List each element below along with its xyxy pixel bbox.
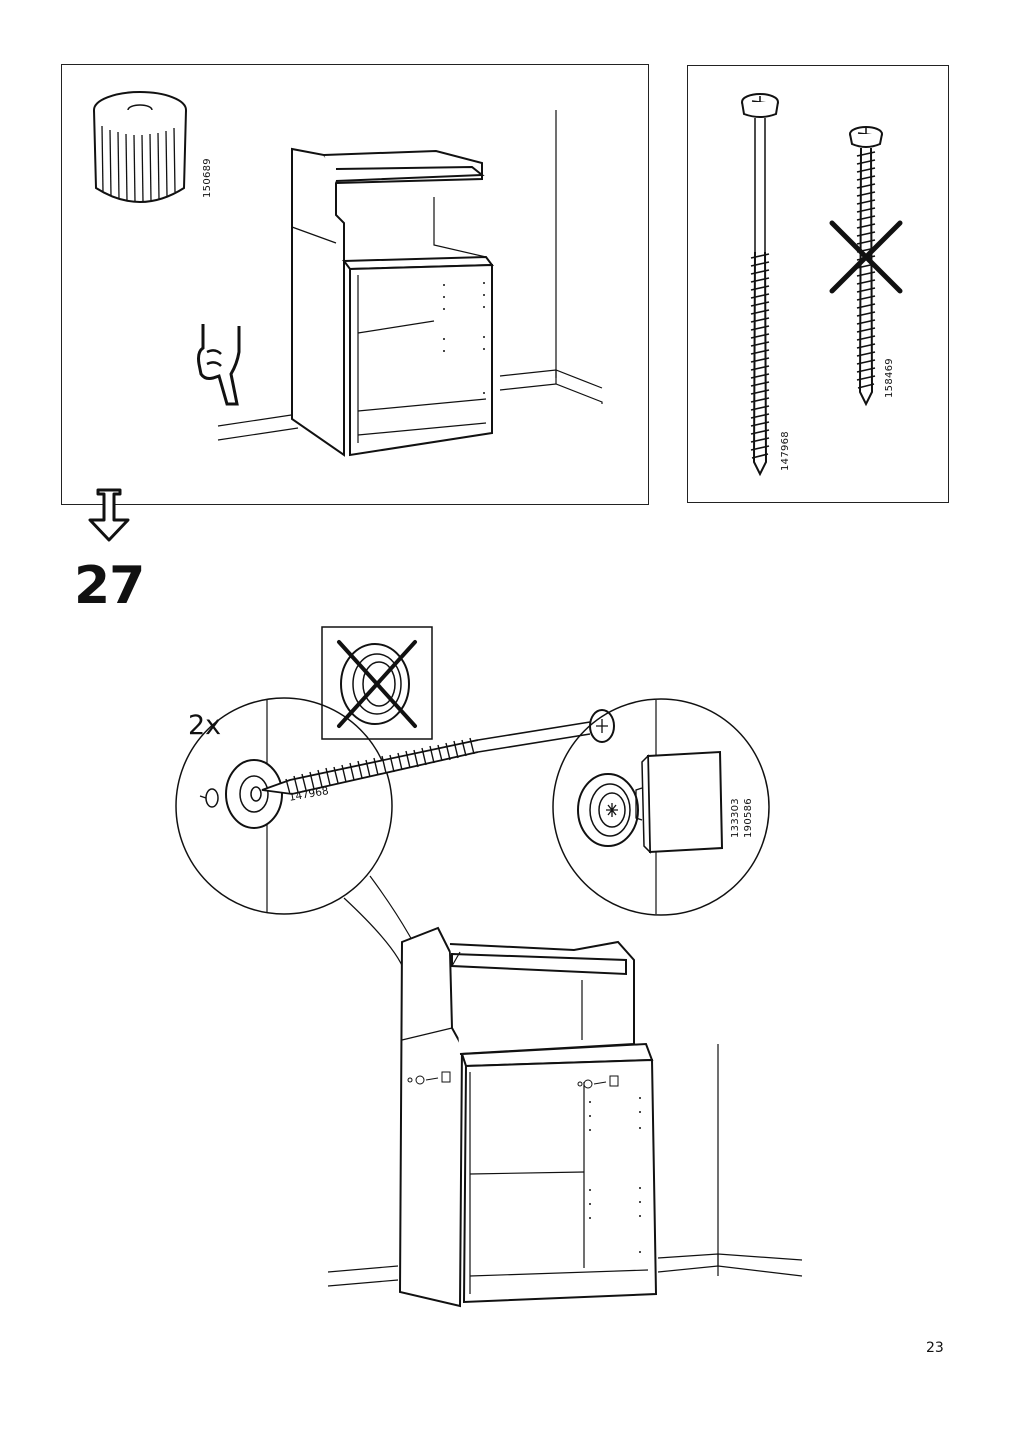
cross-out-icon	[829, 220, 903, 294]
bottom-room-lines	[327, 1044, 803, 1287]
wrong-washer-box	[321, 626, 433, 740]
page-number: 23	[926, 1340, 944, 1356]
long-screw-icon	[741, 93, 779, 477]
hint-panel	[61, 64, 649, 505]
room-lines	[217, 110, 603, 441]
wall-plug-icon	[93, 91, 187, 203]
shelf-unit-illustration	[291, 147, 494, 457]
right-detail-circle	[552, 698, 770, 916]
hand-hint-icon	[197, 324, 241, 406]
screw-diagonal-icon	[261, 709, 615, 795]
quantity-label: 2x	[188, 710, 222, 741]
screw-selection-panel	[687, 65, 949, 503]
next-step-arrow-icon	[88, 488, 130, 542]
left-detail-circle	[175, 697, 393, 915]
short-screw-number: 158469	[884, 358, 895, 398]
long-screw-number: 147968	[780, 431, 791, 471]
short-screw-icon	[849, 126, 883, 407]
step-number: 27	[74, 556, 145, 616]
large-shelf-unit-illustration	[398, 926, 658, 1308]
bracket-part-number-1: 133303	[730, 798, 741, 838]
bracket-part-number-2: 190586	[743, 798, 754, 838]
